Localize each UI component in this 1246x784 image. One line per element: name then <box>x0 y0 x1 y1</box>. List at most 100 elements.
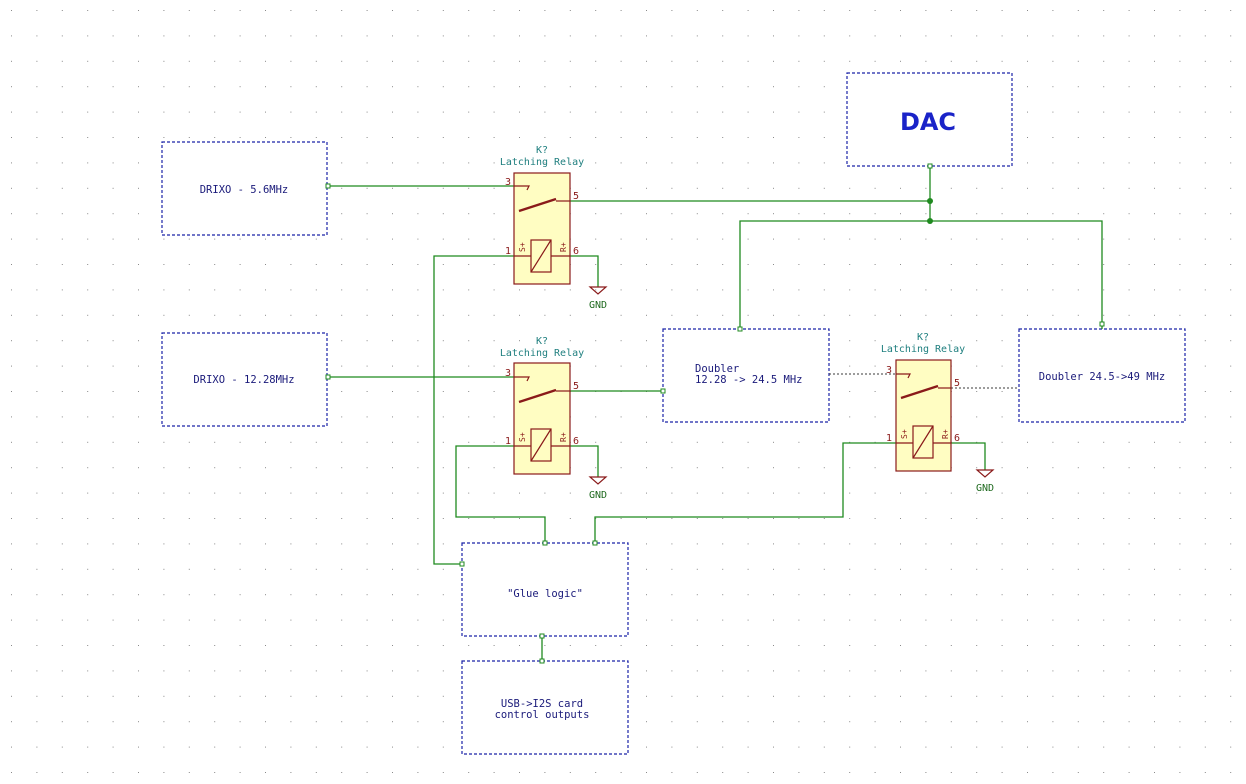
wire-relay1-gnd[interactable] <box>570 255 599 287</box>
sheet-drixo-12-28mhz[interactable]: DRIXO - 12.28MHz <box>161 332 328 427</box>
grid-dot <box>1077 187 1079 189</box>
grid-dot <box>290 721 292 723</box>
grid-dot <box>493 314 495 316</box>
sheet-pin[interactable] <box>325 183 331 189</box>
grid-dot <box>366 467 368 469</box>
grid-dot <box>341 670 343 672</box>
grid-dot <box>11 264 12 265</box>
grid-dot <box>696 568 698 570</box>
grid-dot <box>1179 86 1181 88</box>
wire-relay1-set-to-glue[interactable] <box>433 255 514 565</box>
latching-relay-1[interactable]: K? Latching Relay 3 5 1 6 S+ R+ <box>500 145 584 285</box>
sheet-pin[interactable] <box>1099 321 1105 327</box>
grid-dot <box>315 264 317 265</box>
grid-dot <box>722 289 724 291</box>
grid-dot <box>417 416 419 418</box>
grid-dot <box>544 314 546 316</box>
grid-dot <box>392 111 393 113</box>
grid-dot <box>976 721 978 723</box>
grid-dot <box>138 238 139 240</box>
sheet-pin[interactable] <box>325 374 331 380</box>
grid-dot <box>112 746 114 748</box>
grid-dot <box>1179 441 1181 443</box>
grid-dot <box>163 86 165 88</box>
grid-dot <box>188 137 190 138</box>
sheet-pin[interactable] <box>737 326 743 332</box>
grid-dot <box>1001 264 1003 265</box>
sheet-pin[interactable] <box>542 540 548 546</box>
grid-dot <box>493 289 495 291</box>
grid-dot <box>849 670 851 672</box>
grid-dot <box>61 238 63 240</box>
grid-dot <box>900 594 901 596</box>
grid-dot <box>290 238 292 240</box>
grid-dot <box>620 264 622 265</box>
grid-dot <box>468 264 470 265</box>
wire-relay3-gnd[interactable] <box>951 442 986 470</box>
grid-dot <box>1077 467 1079 469</box>
grid-dot <box>468 137 470 138</box>
grid-dot <box>290 60 292 62</box>
grid-dot <box>163 594 165 596</box>
grid-dot <box>138 391 139 392</box>
grid-dot <box>519 10 520 11</box>
wire-branch-doubler2[interactable] <box>930 220 1103 329</box>
grid-dot <box>595 314 597 316</box>
grid-dot <box>1179 289 1181 291</box>
grid-dot <box>442 35 444 37</box>
latching-relay-3[interactable]: K? Latching Relay 3 5 1 6 S+ R+ <box>881 332 965 472</box>
grid-dot <box>620 772 622 773</box>
grid-dot <box>1154 772 1155 773</box>
wire-branch-doubler1[interactable] <box>739 220 930 329</box>
grid-dot <box>1052 721 1054 723</box>
grid-dot <box>747 467 749 469</box>
grid-dot <box>976 264 978 265</box>
sheet-pin[interactable] <box>592 540 598 546</box>
grid-dot <box>163 645 165 646</box>
grid-dot <box>11 543 12 545</box>
grid-dot <box>620 238 622 240</box>
grid-dot <box>1052 86 1054 88</box>
sheet-pins <box>325 163 1105 664</box>
latching-relay-2[interactable]: K? Latching Relay 3 5 1 6 S+ R+ <box>500 336 584 475</box>
sheet-pin[interactable] <box>539 633 545 639</box>
grid-dot <box>61 314 63 316</box>
wire-relay3-set-to-glue[interactable] <box>594 442 896 543</box>
grid-dot <box>823 492 825 494</box>
ground-symbol-2: GND <box>588 476 608 501</box>
wire-relay2-gnd[interactable] <box>570 445 599 477</box>
grid-dot <box>315 543 317 545</box>
wire-relay2-set-to-glue[interactable] <box>455 445 546 543</box>
sheet-pin[interactable] <box>459 561 465 567</box>
sheet-pin[interactable] <box>927 163 933 169</box>
sheet-doubler-12-28-to-24-5[interactable]: Doubler 12.28 -> 24.5 MHz <box>662 328 830 423</box>
grid-dot <box>87 645 89 646</box>
grid-dot <box>1230 264 1232 265</box>
grid-dot <box>11 594 12 596</box>
grid-dot <box>696 86 698 88</box>
sheet-usb-i2s-card[interactable]: USB->I2S card control outputs <box>461 660 629 755</box>
grid-dot <box>1204 645 1206 646</box>
sheet-drixo-5-6mhz[interactable]: DRIXO - 5.6MHz <box>161 141 328 236</box>
grid-dot <box>544 289 546 291</box>
grid-dot <box>11 645 12 646</box>
grid-dot <box>493 340 495 342</box>
grid-dot <box>1052 238 1054 240</box>
sheet-pin[interactable] <box>660 388 666 394</box>
sheet-doubler-24-5-to-49[interactable]: Doubler 24.5->49 MHz <box>1018 328 1186 423</box>
sheet-glue-logic[interactable]: "Glue logic" <box>461 542 629 637</box>
grid-dot <box>1179 111 1181 113</box>
grid-dot <box>392 518 393 519</box>
grid-dot <box>315 594 317 596</box>
grid-dot <box>1204 162 1206 164</box>
sheet-pin[interactable] <box>539 658 545 664</box>
grid-dot <box>544 340 546 342</box>
grid-dot <box>265 645 266 646</box>
grid-dot <box>671 619 673 621</box>
grid-dot <box>214 568 216 570</box>
grid-dot <box>569 518 571 519</box>
grid-dot <box>1204 441 1206 443</box>
grid-dot <box>188 86 190 88</box>
sheet-dac[interactable]: DAC <box>846 72 1013 167</box>
grid-dot <box>1128 314 1130 316</box>
